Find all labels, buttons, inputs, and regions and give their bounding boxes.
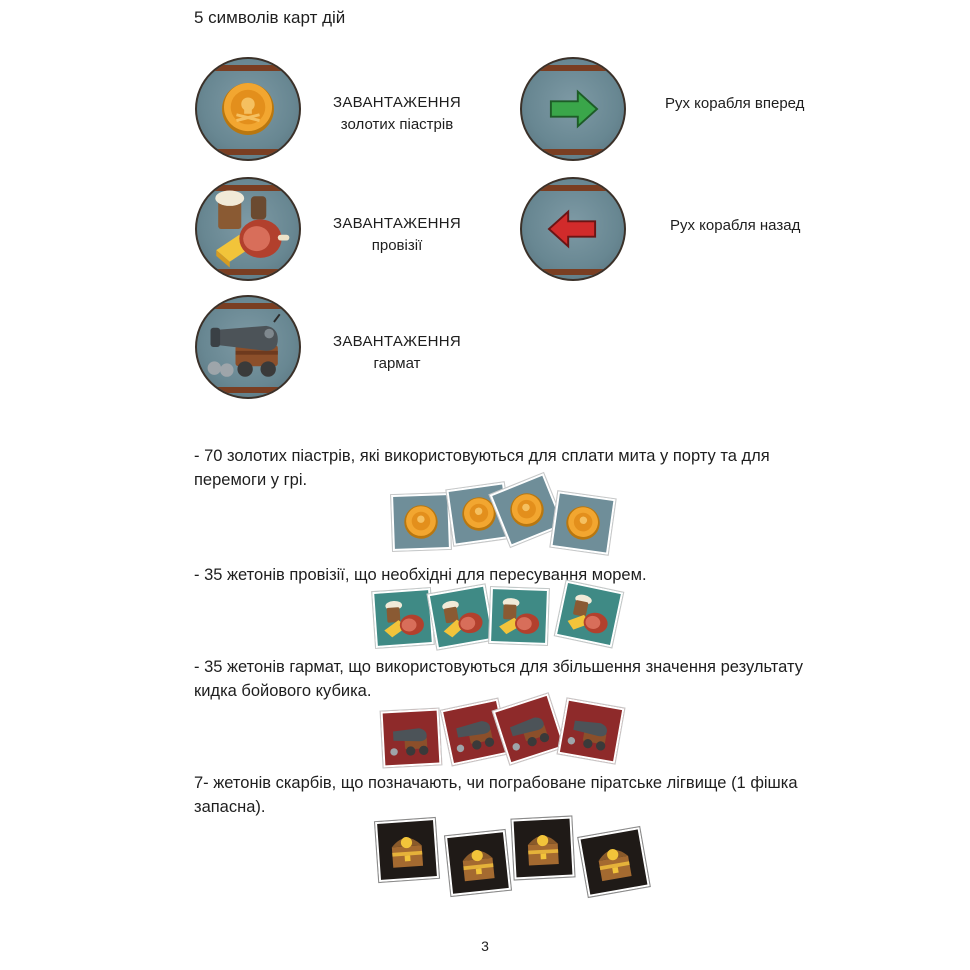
symbol-title: ЗАВАНТАЖЕННЯ [332, 333, 462, 350]
treasure-chest-token-icon [445, 830, 511, 896]
gold-coin-token-icon [489, 473, 565, 547]
symbol-title: ЗАВАНТАЖЕННЯ [332, 94, 462, 111]
treasure-chest-token-icon [578, 827, 650, 897]
gold-coin-token-icon [550, 491, 616, 555]
component-description-provisions: - 35 жетонів провізії, що необхідні для … [194, 566, 647, 584]
cannon-token-icon [557, 698, 625, 764]
cannon-token-icon [380, 708, 442, 768]
symbol-label-forward: Рух корабля вперед [665, 95, 805, 112]
section-heading: 5 символів карт дій [194, 8, 346, 27]
provisions-token-icon [489, 587, 549, 645]
treasure-chest-token-icon [511, 816, 575, 880]
gold-coin-token-icon [391, 493, 451, 551]
provisions-token-icon [372, 588, 434, 648]
cannon-token-icon [492, 693, 566, 765]
symbol-label-gold: ЗАВАНТАЖЕННЯ золотих піастрів [322, 92, 472, 136]
symbol-subtitle: гармат [373, 355, 421, 372]
cannon-icon [195, 295, 301, 399]
symbol-subtitle: провізії [371, 237, 423, 254]
provisions-token-icon [554, 580, 624, 648]
gold-coin-token-icon [446, 482, 512, 546]
symbol-subtitle: золотих піастрів [340, 116, 454, 133]
component-description-cannons: - 35 жетонів гармат, що використовуються… [194, 658, 803, 700]
provisions-icon [195, 177, 301, 281]
component-description-coins: - 70 золотих піастрів, які використовуют… [194, 447, 770, 489]
provisions-token-icon [427, 584, 495, 650]
cannon-token-icon [440, 698, 510, 766]
symbol-label-back: Рух корабля назад [670, 217, 801, 234]
gold-coin-icon [195, 57, 301, 161]
page-number: 3 [481, 938, 489, 954]
symbol-title: ЗАВАНТАЖЕННЯ [332, 215, 462, 232]
symbol-label-provisions: ЗАВАНТАЖЕННЯ провізії [322, 213, 472, 257]
arrow-back-icon [520, 177, 626, 281]
component-description-treasure: 7- жетонів скарбів, що позначають, чи по… [194, 774, 798, 816]
symbol-label-cannons: ЗАВАНТАЖЕННЯ гармат [322, 331, 472, 375]
arrow-forward-icon [520, 57, 626, 161]
treasure-chest-token-icon [374, 817, 440, 883]
